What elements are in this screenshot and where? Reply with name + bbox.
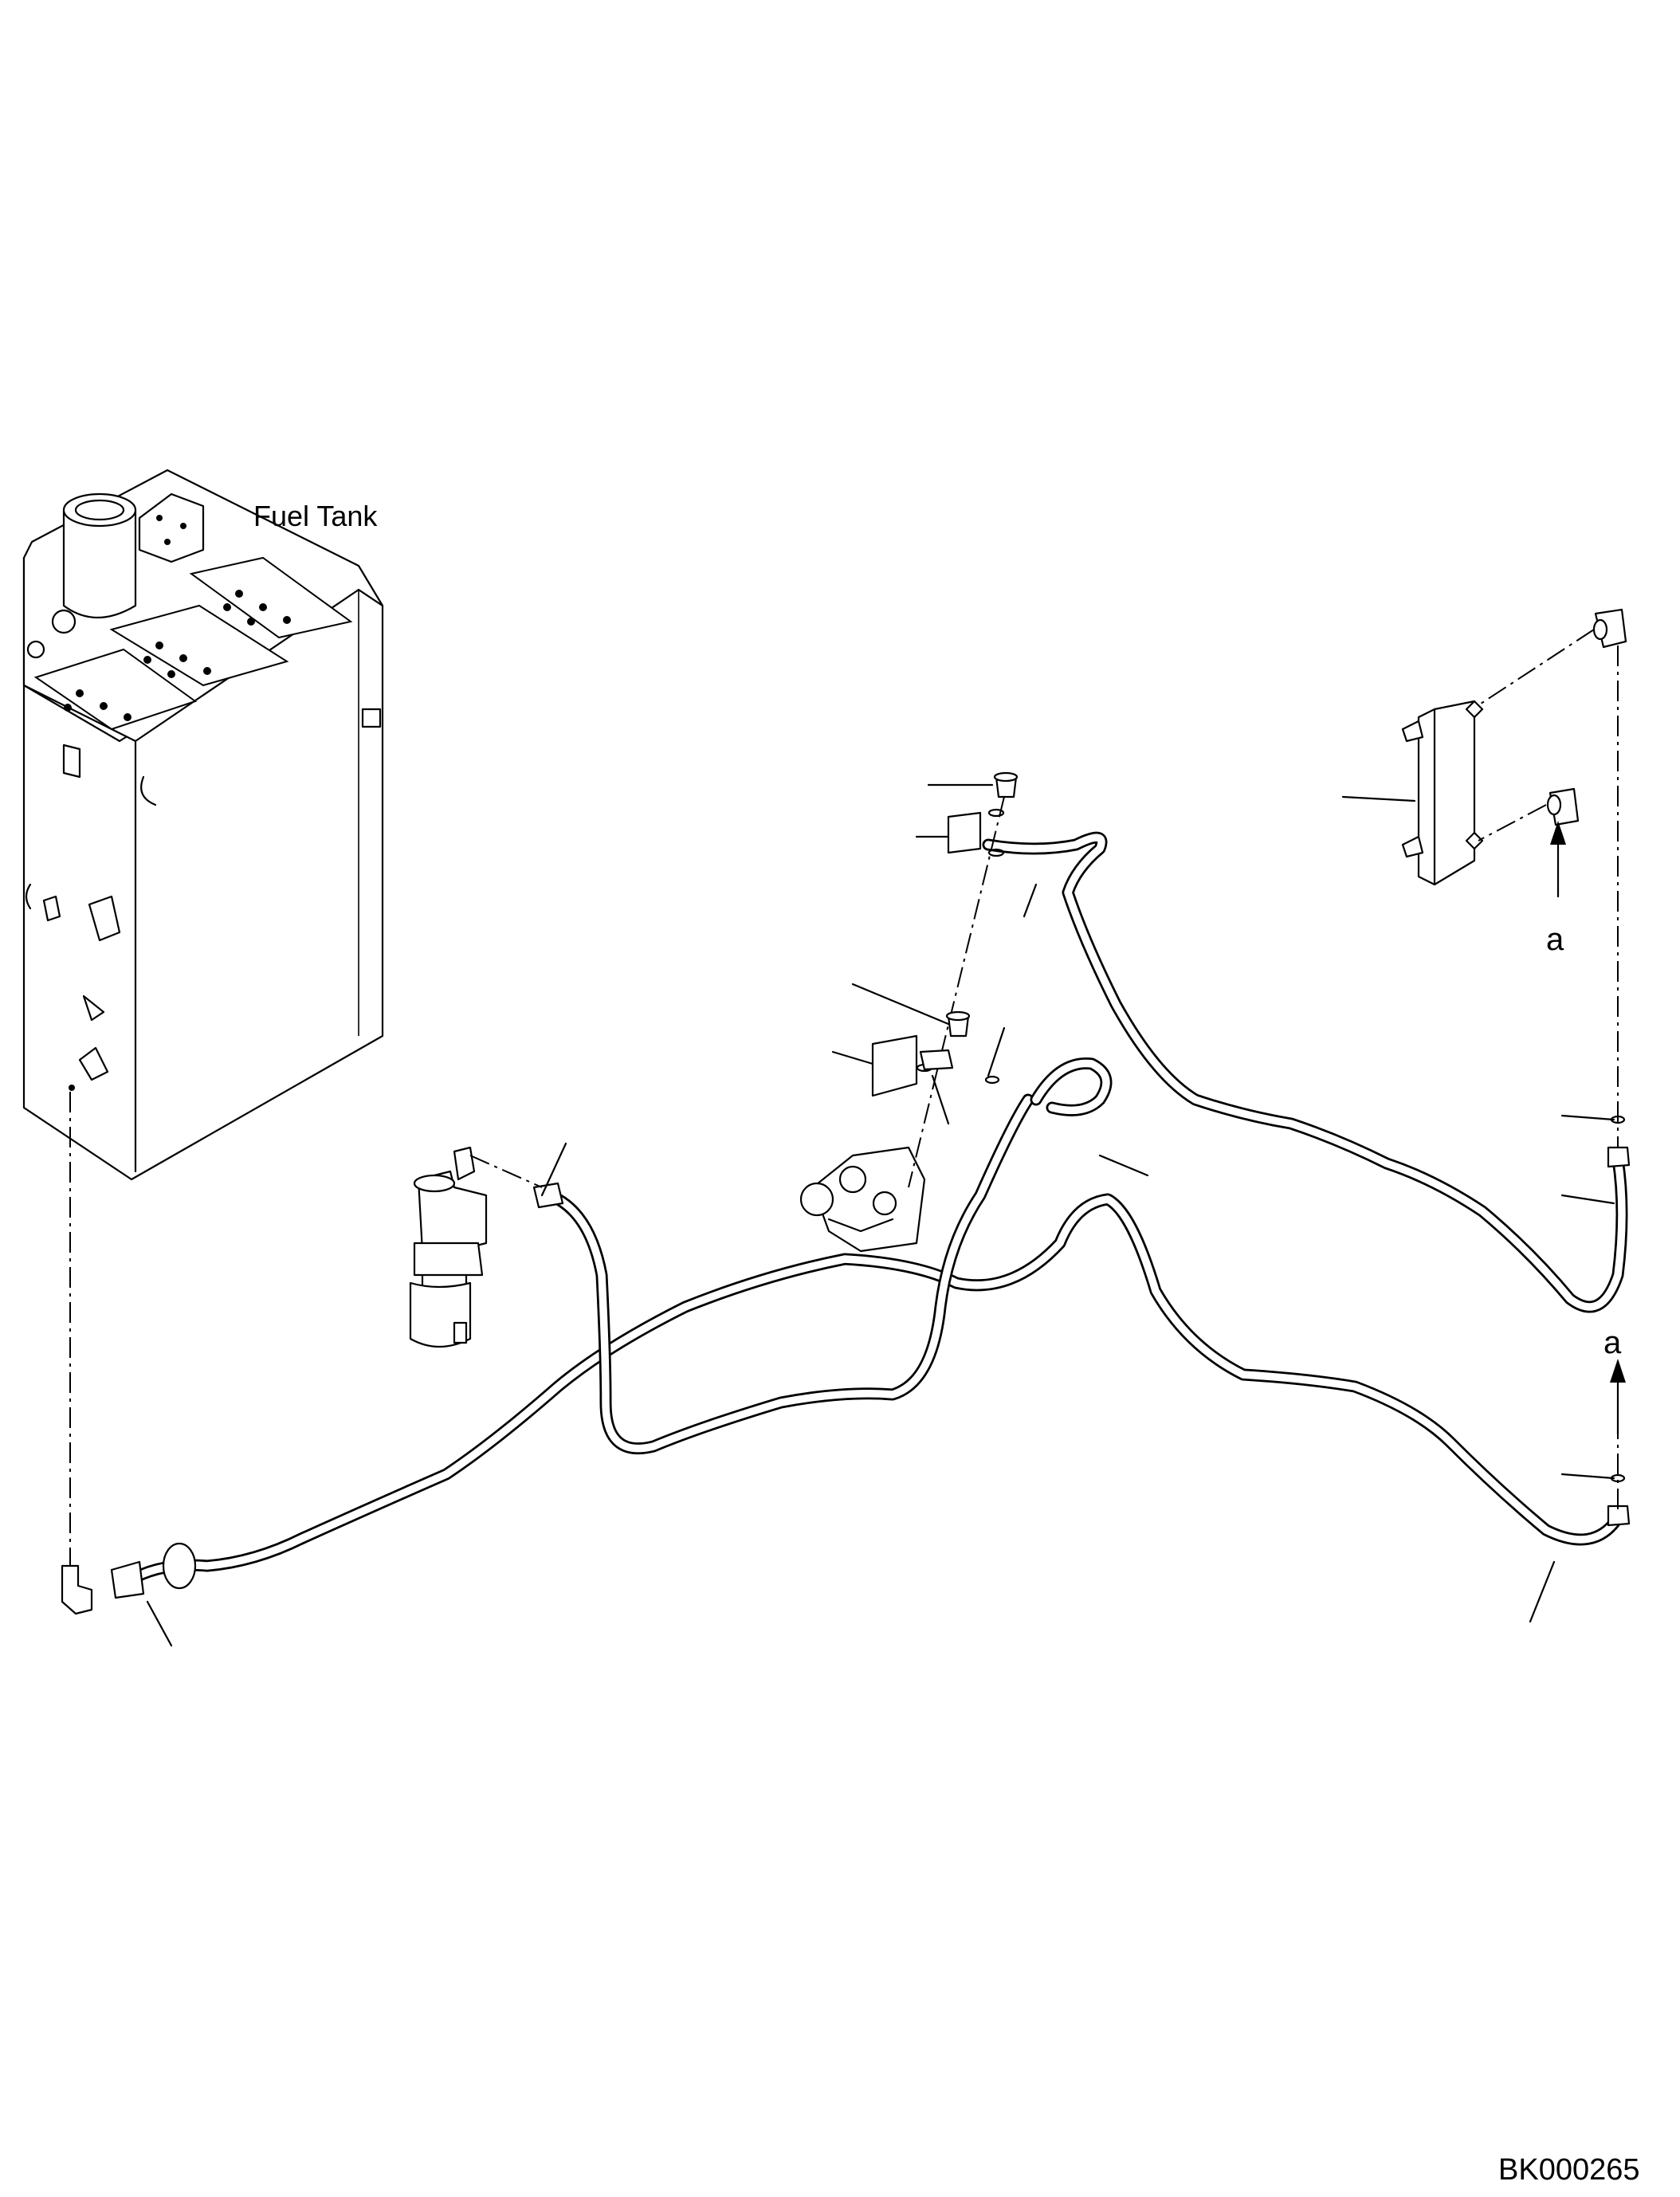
- tank-filler-neck: [62, 492, 205, 618]
- tank-outlet-elbow: [61, 1564, 93, 1615]
- tank-top-plates: [33, 556, 353, 731]
- lower-banjo-fitting: [871, 1010, 1000, 1097]
- injection-pump: [799, 1146, 926, 1253]
- assembly-line-cooler-lower: [1478, 804, 1547, 842]
- fuel-hose-pump-return: [1030, 1057, 1113, 1116]
- drawing-code-label: BK000265: [1498, 2153, 1640, 2187]
- assembly-line-cooler-upper: [1478, 629, 1595, 706]
- fuel-cooler: [1401, 700, 1484, 886]
- fuel-hose-main: [110, 1193, 1624, 1599]
- fuel-hose-upper: [982, 831, 1631, 1527]
- cooler-elbow-upper: [1592, 608, 1627, 649]
- upper-banjo-fitting: [947, 771, 1019, 857]
- reference-label-a-top: a: [1546, 922, 1564, 957]
- arrow-a-bottom: [1610, 1359, 1626, 1436]
- fuel-filter: [409, 1146, 488, 1348]
- fuel-tank-label: Fuel Tank: [253, 500, 378, 532]
- assembly-line-banjo: [908, 796, 1005, 1188]
- cooler-elbow-lower: [1546, 787, 1580, 826]
- arrow-a-top: [1550, 821, 1566, 898]
- leader-lines: [146, 783, 1615, 1647]
- assembly-line-filter: [469, 1155, 543, 1188]
- fuel-tank: [22, 469, 384, 1181]
- fuel-hose-filter: [532, 1093, 1034, 1455]
- reference-label-a-bottom: a: [1603, 1325, 1622, 1360]
